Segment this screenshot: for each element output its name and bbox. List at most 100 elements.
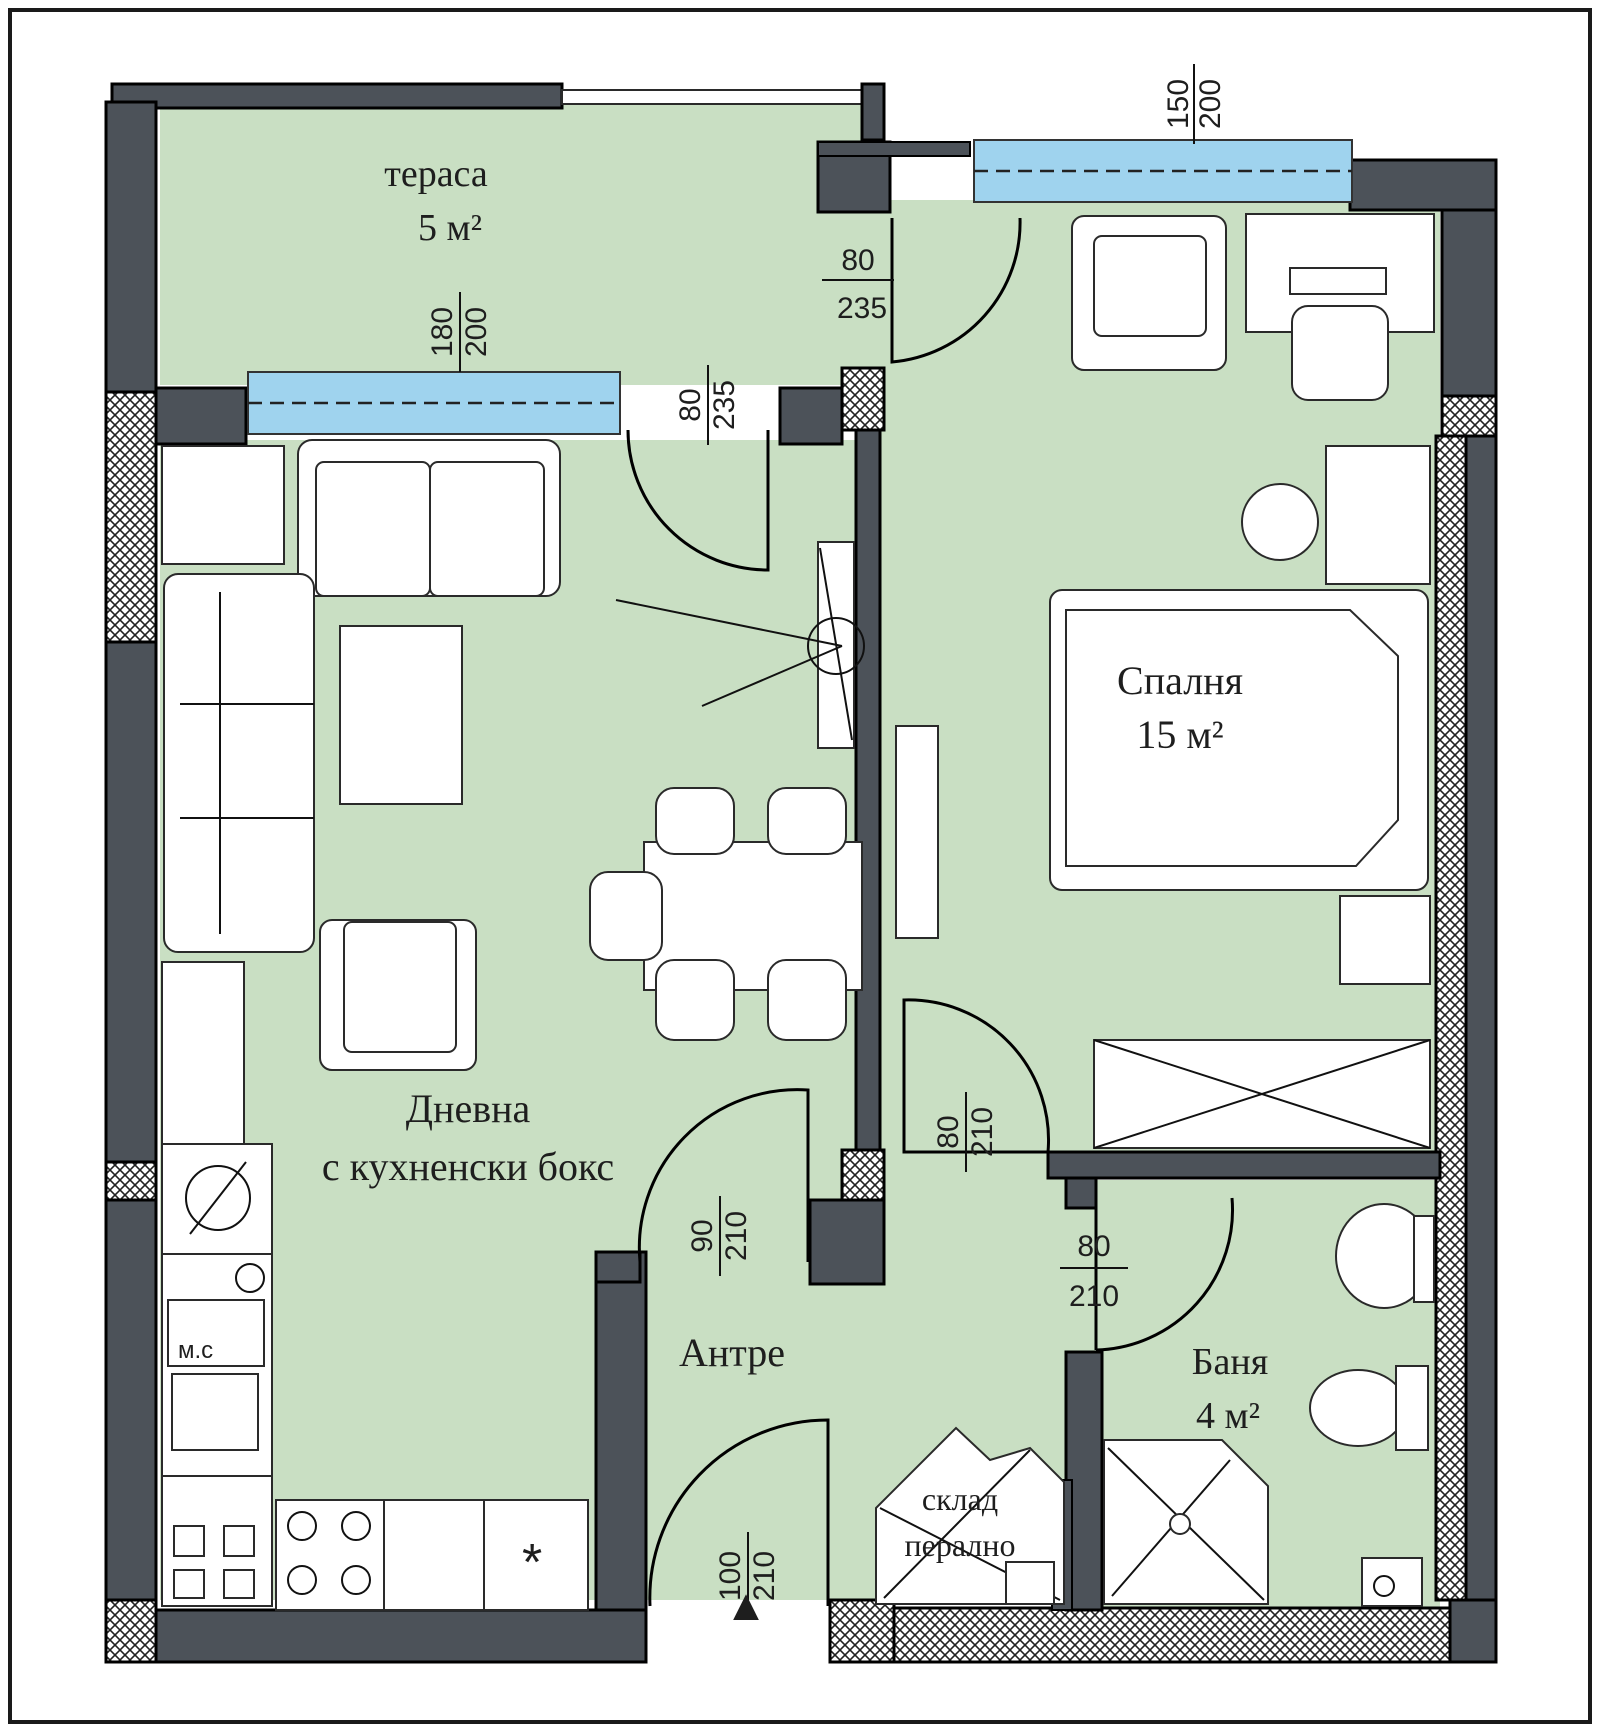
bath-fixtures [1103,1203,1435,1607]
sofa-top-cushion-2 [429,461,545,597]
bath-area: 4 м² [1196,1395,1260,1437]
faucet-circle [235,1263,265,1293]
dim-bedroom-window-w: 150 [1162,79,1195,129]
bedroom-furniture [1049,213,1435,1149]
dim-terrace-window-h: 200 [460,307,493,357]
lamp-top [1241,483,1319,561]
right-wall-outer [1464,434,1498,1602]
doors [626,217,1234,1607]
right-column-1 [1440,394,1498,438]
living-top-wall-right [778,386,844,446]
walls [104,82,1498,1664]
desk-chair [1291,305,1389,401]
dim-terrace-door-living: 80 235 [674,365,741,445]
wardrobe-cross-2 [1093,1039,1431,1149]
nightstand-bottom [1339,895,1431,985]
dim-bath-door-h: 210 [1069,1280,1119,1313]
bedroom-name: Спалня [1117,658,1243,703]
terrace-door-living [626,429,770,572]
left-column-1 [104,390,158,644]
entrance-arrow-icon: ▲ [724,1581,768,1630]
armchair-top-left [161,445,285,565]
bottom-hatch-bath [892,1606,1452,1664]
dim-living-door-w: 90 [686,1219,719,1252]
storage-cross-2 [883,1449,1031,1599]
burner-1 [287,1511,317,1541]
living-furniture [161,439,939,1071]
partition-column-low [840,1148,886,1202]
chair-5 [589,871,663,961]
terrace-right-post [860,82,886,142]
bedroom-area: 15 м² [1136,712,1223,757]
washbasin-edge [1413,1215,1435,1303]
hall-jamb-left [594,1250,648,1612]
dim-terrace-window-w: 180 [426,307,459,357]
bottom-column-right [828,1598,896,1664]
dim-entrance-door-h: 210 [748,1551,781,1601]
dim-living-door-h: 210 [720,1211,753,1261]
burner-3 [287,1565,317,1595]
armchair-bottom-seat [343,921,457,1053]
bath-door-swing [1095,1197,1234,1352]
kitchen-cabinet-tall [161,961,245,1145]
bath-drain-circle [1373,1575,1395,1597]
entrance-door-swing [648,1418,830,1607]
bottom-wall-right-cap [1448,1598,1498,1664]
desk-monitor [1289,267,1387,295]
shower-drain [1169,1513,1191,1535]
bedroom-top-wall-right [1348,158,1498,212]
sofa-left [163,573,315,953]
plan-frame [8,8,1592,1724]
dim-bedroom-window-h: 200 [1194,79,1227,129]
terrace-floor [160,105,880,385]
chair-2 [767,787,847,855]
balcony-door-floor [818,210,888,370]
bedroom-top-lintel [817,141,971,157]
dim-terrace-window: 180 200 [426,292,493,372]
left-wall-mid [104,640,158,1164]
chair-1 [655,787,735,855]
toilet-bowl [1309,1369,1407,1447]
chair-4 [767,959,847,1041]
dim-bedroom-door-h: 210 [966,1107,999,1157]
left-column-2 [104,1160,158,1202]
terrace-door-bedroom [890,217,1022,364]
tv-view-line-1 [615,599,843,647]
washer-drum [185,1165,251,1231]
hall-jamb-left-top [594,1250,642,1284]
tv-view-line-2 [701,645,843,707]
dim-terrace-door-bedroom-w: 80 [841,244,874,277]
fridge-symbol: * [522,1534,542,1592]
bed-sheet [1065,609,1399,867]
nightstand-top [1325,445,1431,585]
dim-bath-door: 80 210 [1060,1230,1128,1313]
dimension-labels: 180 200 150 200 80 235 80 235 90 210 [426,64,1227,1630]
bath-name: Баня [1192,1341,1269,1383]
storage-drain [1005,1561,1055,1605]
sofa-top-cushion-1 [315,461,431,597]
storage-fixtures [875,1426,1065,1605]
partition-wall [854,428,882,1252]
bedroom-door-swing [902,998,1051,1154]
dim-terrace-door-living-h: 235 [708,380,741,430]
hall-name: Антре [679,1330,785,1375]
dim-entrance-door: 100 210 [714,1532,781,1620]
terrace-area: 5 м² [418,207,482,249]
kitchen: м.с * [161,961,589,1611]
bedroom-armchair-seat [1093,235,1207,337]
dim-living-door: 90 210 [686,1196,753,1276]
bath-top-wall [1046,1150,1442,1180]
partition-wall-low [808,1198,886,1286]
coffee-table [339,625,463,805]
storage-line-1: склад [922,1481,998,1517]
bath-top-stub [1064,1176,1098,1210]
burner-2 [341,1511,371,1541]
left-wall-low [104,1198,158,1602]
tv-lamp-circle [807,617,865,675]
dim-terrace-door-bedroom-h: 235 [837,292,887,325]
hob-4 [223,1569,255,1599]
toilet-tank [1395,1365,1429,1451]
living-door-swing [637,1088,810,1263]
terrace-name: тераса [384,153,488,195]
